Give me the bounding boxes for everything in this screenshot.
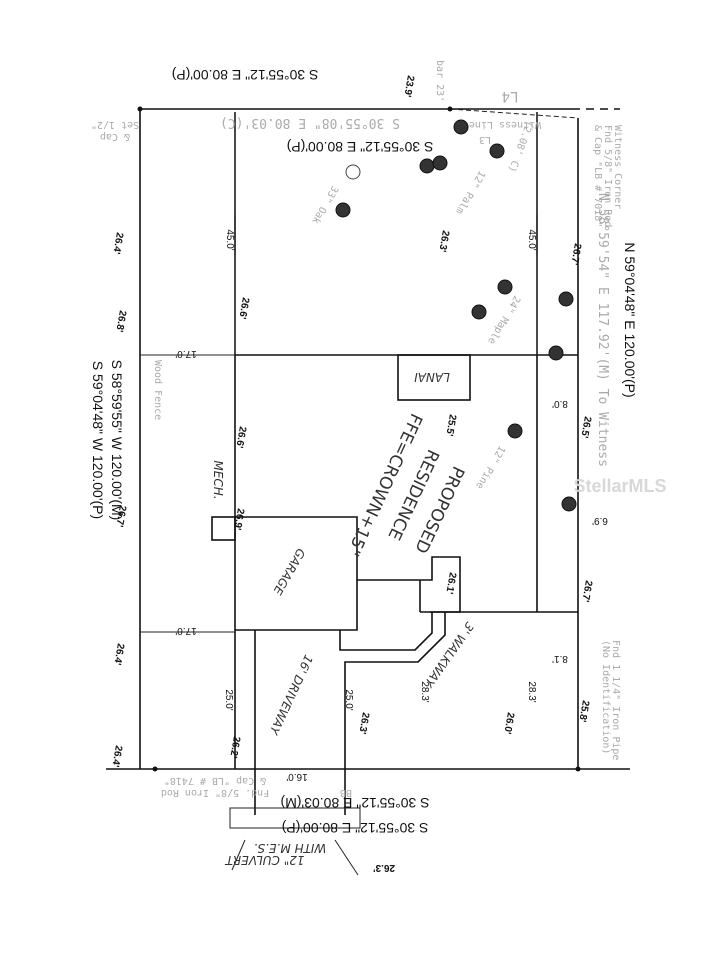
trees [335,119,577,512]
elevation-label: 26.3' [356,711,371,734]
tree-icon [507,423,523,439]
dimension-label: 8.0' [552,398,568,409]
note-text: 24" Maple [485,294,522,346]
note-text: Set 1/2" [91,119,139,130]
elevation-label: 26.2' [227,735,242,758]
dimension-label: 17.0' [175,348,196,359]
tree-icon [453,119,469,135]
tree-icon [548,345,564,361]
spot-elevations: 23.9' 26.4' 26.8' 26.3' 26.6' 26.7' 26.5… [109,74,594,873]
elevation-label: 26.6' [233,425,248,448]
elevation-label: 23.9' [401,74,416,97]
bearing-bottom-measured: S 30°55'12" E 80.03'(M) [281,795,430,811]
elevation-label: 26.6' [236,296,251,319]
label-driveway: 16' DRIVEWAY [266,653,316,738]
dimension-label: 28.3' [526,681,537,702]
note-text: Fnd 1 1/4" Iron Pipe [610,640,621,760]
elevation-label: 25.8' [576,699,591,722]
bearing-inner-plat: S 30°55'12" E 80.00'(P) [287,139,434,155]
dimension-label: 16.0' [286,771,307,782]
dimension-label: 25.0' [223,689,234,710]
label-garage: GARAGE [270,546,308,597]
note-text: Fnd. 5/8" Iron Rod [161,787,269,798]
mech-pad [211,516,236,541]
note-text: bar 23' [434,60,445,102]
elevation-label: 26.0' [501,711,516,734]
elevation-label: 26.5' [578,415,593,438]
elevation-label: 26.7' [113,504,128,527]
bearing-right-witness: N 58°59'54" E 117.92'(M) To Witness [595,193,610,467]
bearing-left-plat: S 59°04'48" W 120.00'(P) [90,361,106,519]
elevation-label: 26.7' [568,242,583,265]
oak-tree-icon [345,164,361,180]
elevation-label: 25.5' [443,413,458,436]
bearing-top: S 30°55'12" E 80.00'(P) [172,67,319,83]
tree-icon [419,158,435,174]
dimension-label: 45.0' [224,229,235,250]
tree-icon [558,291,574,307]
label-mes: WITH M.E.S. [254,841,327,855]
tree-icon [471,304,487,320]
label-walkway: 3' WALKWAY [421,619,477,690]
elevation-label: 26.3' [373,862,395,873]
dimension-label: 8.1' [552,653,568,664]
tree-icon [489,143,505,159]
note-text: L3 [479,134,491,145]
survey-notes: Witness Corner Fnd 5/8" Iron Rod & Cap "… [91,60,623,798]
lot-boundary [106,106,630,772]
note-text: & Cap [100,131,130,142]
note-text: Witness Corner [612,125,623,209]
culvert [229,769,361,876]
lanai-outline [397,354,471,401]
elevation-label: 26.4' [110,231,125,254]
dimension-label: 45.0' [526,229,537,250]
bearing-bottom-plat: S 30°55'12" E 80.00'(P) [282,820,429,836]
proposed-residence [211,354,471,769]
note-text: Witness Line [469,119,541,130]
note-text: & Cap "LB # 7418" [164,775,266,786]
elevation-label: 26.9' [231,507,246,530]
note-text: Wood Fence [152,360,163,420]
note-text: (No Identification) [600,640,611,754]
dimension-lines [140,112,538,356]
dimension-label: 17.0' [175,625,196,636]
elevation-label: 26.4' [111,642,126,665]
note-text: 12" Palm [453,169,487,216]
elevation-label: 26.1' [443,571,458,594]
label-lanai: LANAI [414,370,450,384]
tree-icon [432,155,448,171]
setback-lines [140,112,578,769]
note-text: & Cap "LB # 7018" [592,125,603,227]
tree-icon [497,279,513,295]
bearing-inner-calc: S 30°55'08" E 80.03'(C) [220,115,400,130]
note-text: L4 [502,88,519,104]
dimension-label: 28.3' [419,681,430,702]
tree-icon [561,496,577,512]
dimension-label: 6.9' [592,515,608,526]
elevation-label: 26.4' [109,744,124,767]
note-text: 12" Pine [473,444,507,491]
tree-icon [335,202,351,218]
bearing-right: N 59°04'48" E 120.00'(P) [622,242,638,397]
elevation-label: 26.8' [113,309,128,332]
dimension-label: 25.0' [343,689,354,710]
elevation-label: 26.3' [436,229,451,252]
note-text: BB [340,787,352,798]
note-text: Fnd 5/8" Iron Rod [602,125,613,227]
note-text: 33" Oak [309,184,340,226]
elevation-label: 26.7' [579,579,594,602]
label-culvert: 12" CULVERT [224,853,305,867]
label-mech: MECH. [211,460,225,499]
bearing-left-measured: S 58°59'55" W 120.00'(M) [109,360,125,521]
watermark-logo: StellarMLS [573,476,666,496]
